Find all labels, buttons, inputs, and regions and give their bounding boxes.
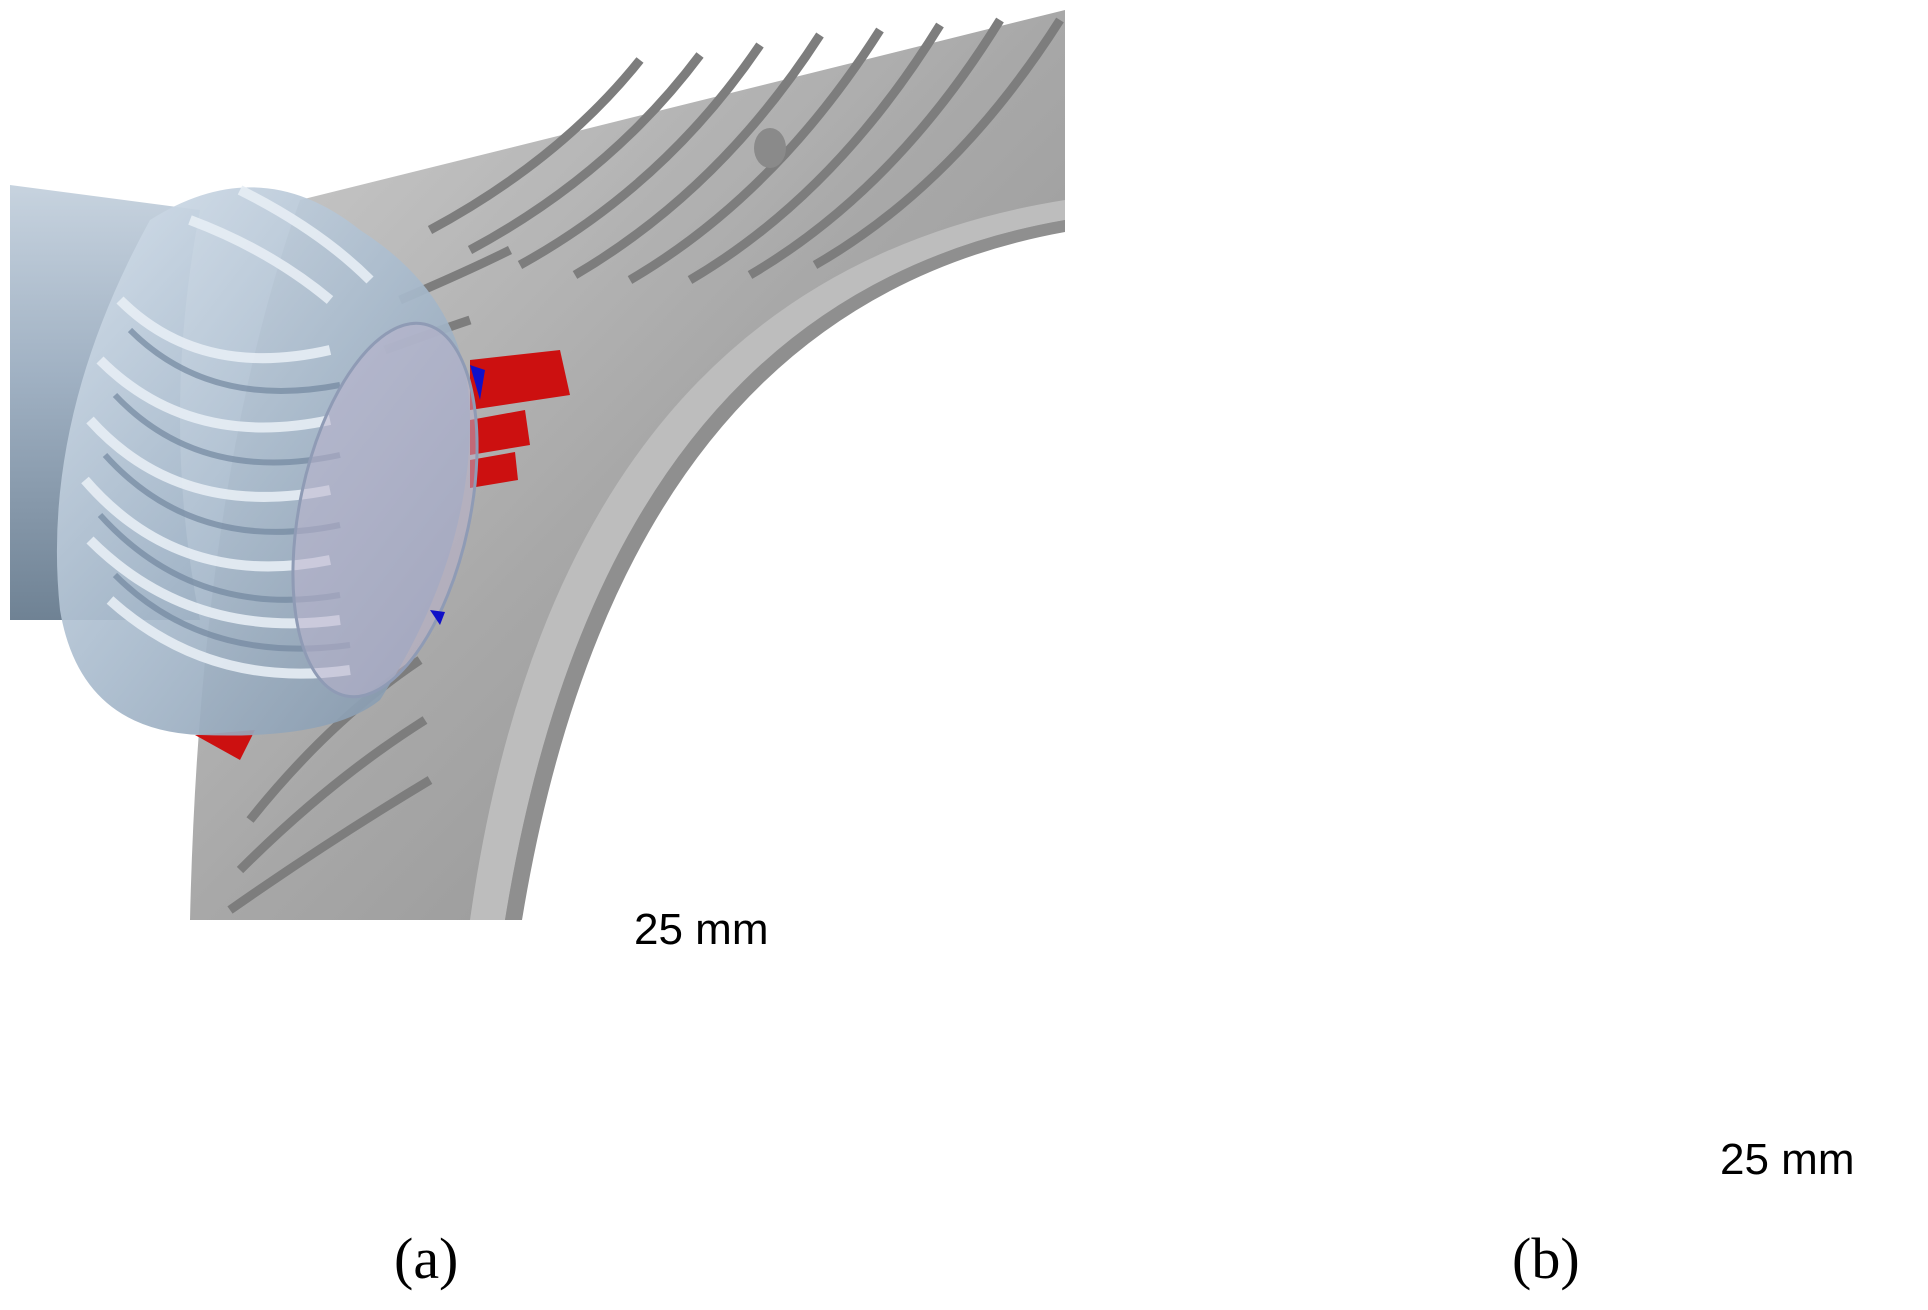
panel-a-render (10, 10, 1070, 920)
contact-red-a (195, 350, 570, 760)
scale-label-b: 25 mm (1720, 1135, 1855, 1184)
scale-label-a: 25 mm (634, 905, 769, 954)
panel-caption-b: (b) (1512, 1226, 1580, 1291)
ring-gear-bore-a (520, 230, 1070, 920)
pinion-end-face-a (291, 321, 479, 699)
ring-gear-a (190, 10, 1065, 920)
panel-caption-a: (a) (394, 1226, 459, 1291)
